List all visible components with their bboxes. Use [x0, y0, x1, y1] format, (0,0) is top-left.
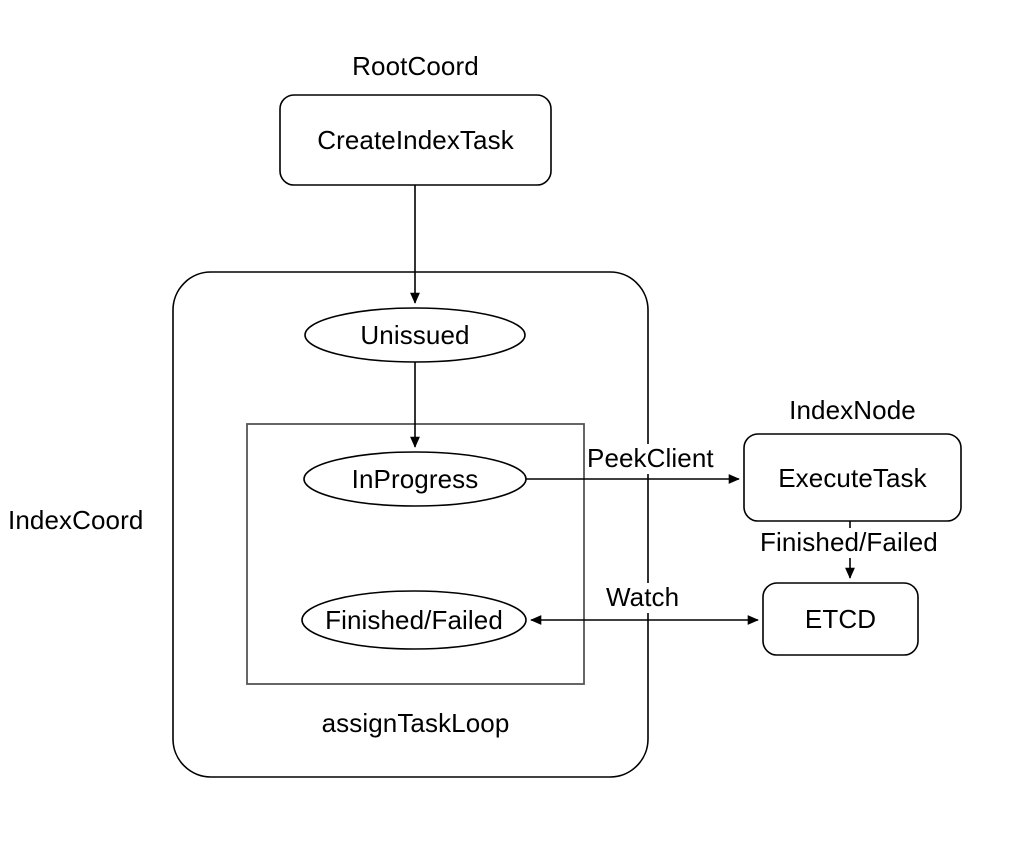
node-etcd-shape[interactable]	[762, 582, 919, 656]
edge-label-peekclient: PeekClient	[585, 443, 716, 474]
group-label-indexnode: IndexNode	[789, 395, 916, 425]
node-label-create-index-task[interactable]: CreateIndexTask	[317, 125, 514, 155]
node-label-execute-task[interactable]: ExecuteTask	[778, 463, 927, 493]
node-label-etcd[interactable]: ETCD	[804, 604, 877, 634]
group-label-rootcoord: RootCoord	[352, 51, 479, 81]
node-finished-failed-state-shape[interactable]	[301, 590, 527, 650]
node-execute-task-shape[interactable]	[743, 433, 962, 522]
group-label-indexcoord: IndexCoord	[8, 505, 144, 535]
node-label-inprogress[interactable]: InProgress	[351, 464, 479, 494]
edge-label-watch: Watch	[604, 582, 682, 613]
node-label-finished-failed-state[interactable]: Finished/Failed	[325, 605, 503, 635]
edge-label-finished-failed: Finished/Failed	[758, 527, 940, 558]
group-label-assigntaskloop: assignTaskLoop	[321, 708, 510, 738]
group-indexcoord-boundary	[172, 271, 649, 778]
node-label-unissued[interactable]: Unissued	[360, 320, 470, 350]
